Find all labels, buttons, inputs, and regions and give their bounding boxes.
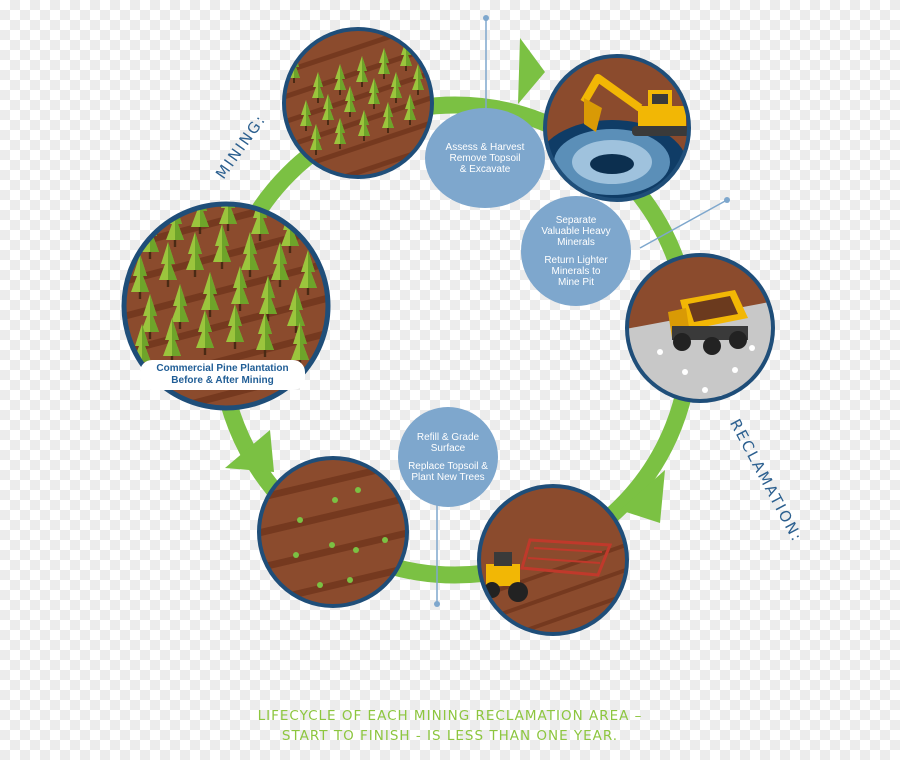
step-refill-line3: Replace Topsoil & [408, 460, 488, 472]
step-assess-line1: Assess & Harvest [445, 141, 525, 153]
footer-caption: LIFECYCLE OF EACH MINING RECLAMATION ARE… [0, 706, 900, 746]
step-refill-line2: Surface [430, 442, 466, 454]
step-assess-line2: Remove Topsoil [449, 152, 521, 164]
step-bubble-refill: Refill & Grade Surface Replace Topsoil &… [398, 407, 498, 507]
step-separate-line4: Return Lighter [544, 254, 608, 266]
plantation-label-line1: Commercial Pine Plantation [156, 363, 289, 374]
arrow-head-top-right-icon [518, 38, 545, 104]
step-separate-line6: Mine Pit [557, 276, 595, 288]
step-separate-line1: Separate [555, 214, 597, 226]
harvest-scene [282, 27, 434, 179]
step-bubble-separate: Separate Valuable Heavy Minerals Return … [521, 196, 631, 306]
step-bubble-assess: Assess & Harvest Remove Topsoil & Excava… [425, 108, 545, 208]
step-refill-line1: Refill & Grade [416, 431, 480, 443]
step-separate-line3: Minerals [557, 236, 595, 248]
arrow-head-bottom-right-icon [620, 470, 665, 523]
step-separate-line5: Minerals to [551, 265, 601, 277]
haul-truck-scene [625, 253, 775, 403]
step-separate-line2: Valuable Heavy [541, 225, 611, 237]
pointer-lines [436, 18, 728, 604]
plantation-label-line2: Before & After Mining [171, 375, 274, 386]
replanting-scene [257, 456, 409, 608]
pointer-dot [724, 197, 730, 203]
plantation-label: Commercial Pine Plantation Before & Afte… [140, 360, 305, 390]
step-assess-line3: & Excavate [459, 163, 511, 175]
step-refill-line4: Plant New Trees [411, 471, 485, 483]
excavation-scene [543, 54, 691, 202]
footer-line1: LIFECYCLE OF EACH MINING RECLAMATION ARE… [257, 708, 643, 724]
pointer-dot [483, 15, 489, 21]
pointer-dot [434, 601, 440, 607]
grading-scene [477, 484, 629, 636]
arrow-head-left-icon [225, 430, 274, 472]
footer-line2: START TO FINISH - IS LESS THAN ONE YEAR. [281, 728, 619, 744]
